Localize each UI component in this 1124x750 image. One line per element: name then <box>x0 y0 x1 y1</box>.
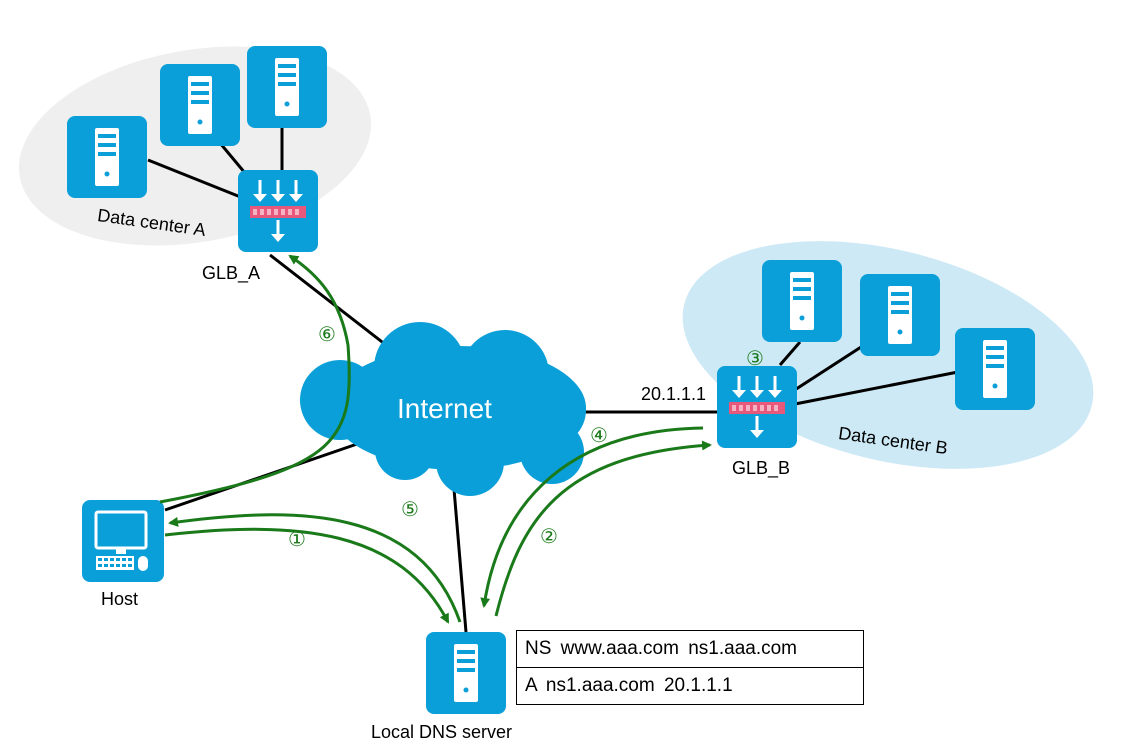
glb-a-icon <box>236 168 320 254</box>
glb-b-ip-label: 20.1.1.1 <box>641 384 707 404</box>
dns-record-table: NS www.aaa.com ns1.aaa.com A ns1.aaa.com… <box>516 630 864 705</box>
server-a2-icon <box>160 64 240 146</box>
dns-server-label: Local DNS server <box>371 722 513 742</box>
table-row: A ns1.aaa.com 20.1.1.1 <box>516 667 864 705</box>
step-4-marker: ④ <box>590 425 608 447</box>
flow-arrows <box>159 254 712 624</box>
glb-b-label: GLB_B <box>732 458 791 478</box>
server-b2-icon <box>860 274 940 356</box>
host-computer-icon <box>82 500 164 582</box>
dns-server-icon <box>426 632 506 714</box>
glb-a-label: GLB_A <box>202 263 261 283</box>
step-3-marker: ③ <box>746 348 764 370</box>
server-a3-icon <box>247 46 327 128</box>
step-1-marker: ① <box>288 529 306 551</box>
step-5-marker: ⑤ <box>401 499 419 521</box>
host-label: Host <box>101 589 139 609</box>
server-a1-icon <box>67 116 147 198</box>
server-b3-icon <box>955 328 1035 410</box>
dns-record-a: A ns1.aaa.com 20.1.1.1 <box>516 667 864 705</box>
table-row: NS www.aaa.com ns1.aaa.com <box>516 630 864 668</box>
step-2-marker: ② <box>540 526 558 548</box>
internet-cloud <box>300 322 586 496</box>
step-6-marker: ⑥ <box>318 324 336 346</box>
server-b1-icon <box>762 260 842 342</box>
dns-record-ns: NS www.aaa.com ns1.aaa.com <box>516 630 864 668</box>
internet-label: Internet <box>397 393 492 424</box>
glb-b-icon <box>715 364 799 450</box>
